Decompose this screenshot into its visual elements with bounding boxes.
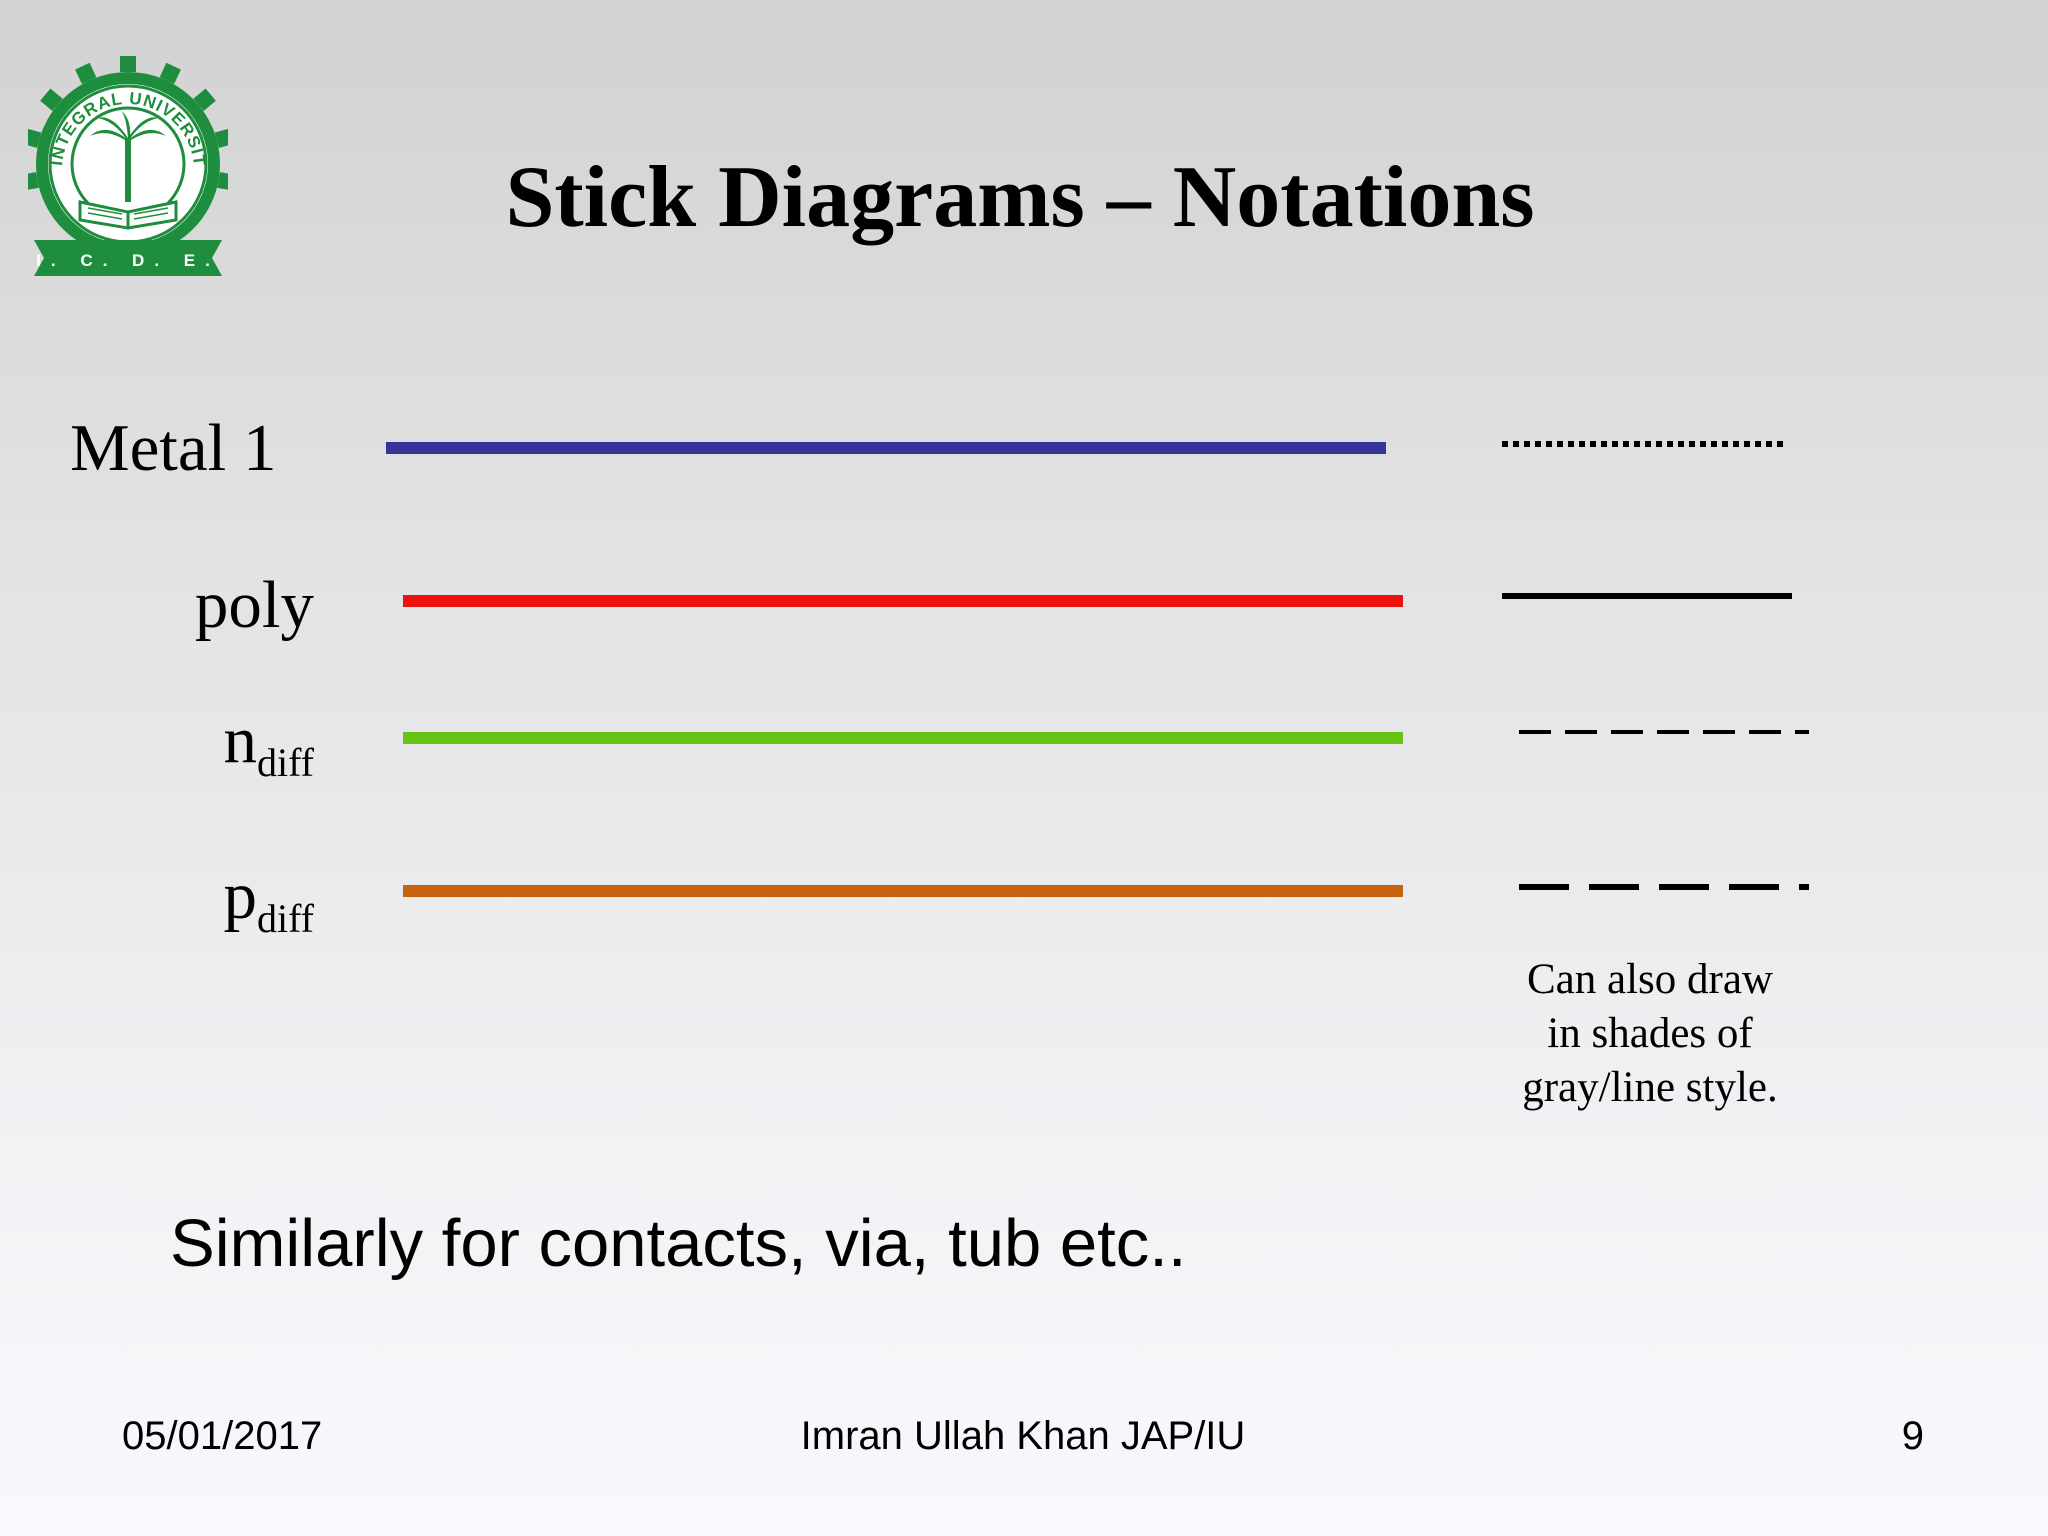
note-line-1: Can also draw: [1527, 956, 1773, 1003]
page-number: 9: [1901, 1414, 1924, 1458]
palm-tree-icon: [90, 110, 166, 202]
logo-bottom-text: I. C. D. E.: [36, 251, 220, 270]
university-logo: INTEGRAL UNIVERSITY, LUCKNOW I. C. D. E.: [28, 52, 228, 276]
layer-label-pdiff: pdiff: [223, 859, 314, 941]
body-text: Similarly for contacts, via, tub etc..: [170, 1206, 1187, 1281]
layer-label-pdiff-subscript: diff: [256, 896, 314, 941]
layer-label-poly: poly: [194, 568, 314, 642]
slide-title: Stick Diagrams – Notations: [505, 149, 1535, 246]
footer-date: 05/01/2017: [122, 1414, 323, 1458]
line-style-note: Can also draw in shades of gray/line sty…: [1500, 953, 1800, 1115]
stick-ndiff: [403, 732, 1403, 744]
line-style-long-dashes: [1519, 884, 1809, 890]
layer-label-ndiff-subscript: diff: [256, 740, 314, 785]
line-style-dotted: [1502, 441, 1788, 447]
gear-teeth: [28, 56, 228, 191]
note-line-3: gray/line style.: [1522, 1064, 1778, 1111]
stick-metal1: [386, 442, 1386, 454]
logo-ribbon: I. C. D. E.: [34, 240, 222, 276]
open-book-icon: [78, 200, 178, 230]
stick-pdiff: [403, 885, 1403, 897]
layer-label-metal1: Metal 1: [70, 411, 277, 485]
line-style-solid: [1502, 593, 1792, 599]
line-style-short-dashes: [1519, 730, 1809, 734]
stick-poly: [403, 595, 1403, 607]
footer-author: Imran Ullah Khan JAP/IU: [800, 1414, 1246, 1458]
layer-label-ndiff: ndiff: [223, 703, 314, 785]
note-line-2: in shades of: [1547, 1010, 1753, 1057]
